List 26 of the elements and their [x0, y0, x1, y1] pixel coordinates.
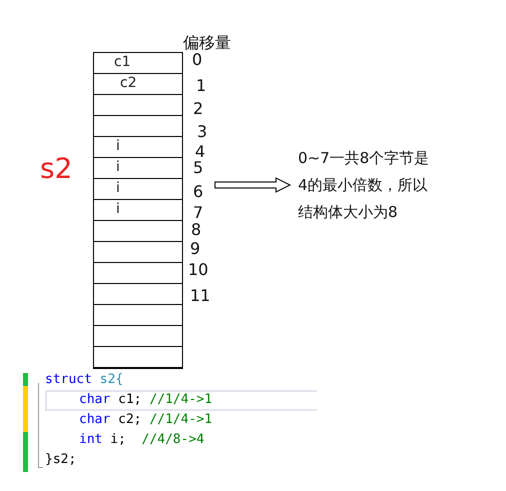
memory-cell: i: [94, 137, 182, 158]
offset-number: 1: [196, 76, 206, 95]
memory-column: [93, 52, 183, 369]
offset-number: 10: [188, 260, 208, 279]
code-line: int i; //4/8->4: [79, 432, 204, 447]
offset-number: 5: [193, 158, 204, 177]
offset-number: 3: [197, 122, 208, 141]
offset-number: 4: [195, 142, 206, 161]
offset-number: 9: [190, 239, 200, 258]
offset-number: 6: [193, 182, 204, 201]
code-line: }s2;: [45, 452, 76, 467]
offset-number: 0: [192, 50, 202, 69]
code-line: char c1; //1/4->1: [79, 392, 212, 407]
code-line: char c2; //1/4->1: [79, 412, 212, 427]
column-heading: 偏移量: [183, 33, 231, 53]
memory-cell: c1: [94, 53, 182, 74]
struct-name: s2: [40, 152, 72, 185]
offset-number: 7: [193, 203, 204, 222]
memory-cell: i: [94, 158, 182, 179]
offset-number: 2: [193, 99, 204, 118]
offset-number: 8: [191, 220, 202, 239]
hollow-arrow: [214, 177, 292, 193]
offset-number: 11: [190, 286, 210, 305]
code-line: struct s2{: [45, 372, 124, 387]
note-text: 0~7一共8个字节是4的最小倍数，所以结构体大小为8: [298, 145, 432, 235]
memory-cell: i: [94, 179, 182, 200]
